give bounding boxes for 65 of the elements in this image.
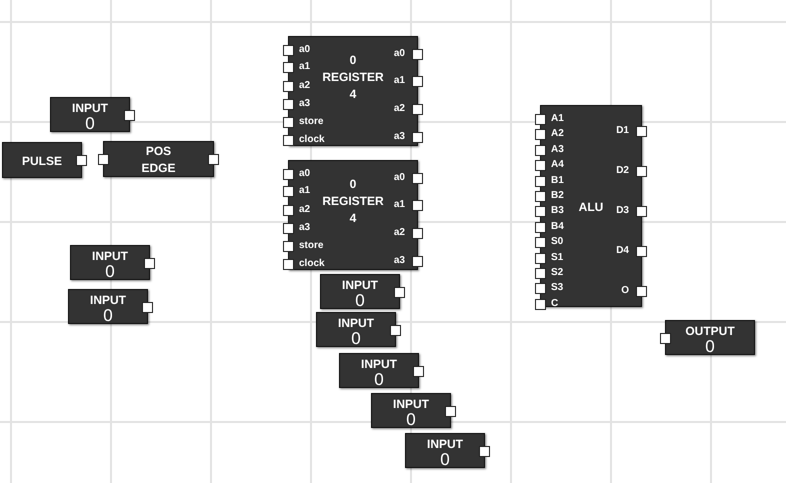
pin-label: a3 — [299, 222, 310, 234]
component-title: INPUT — [338, 314, 374, 332]
pin-label: a1 — [299, 61, 310, 73]
pin-label: S0 — [551, 236, 564, 248]
component-title: 4 — [350, 210, 356, 226]
pin-label: a2 — [394, 227, 405, 239]
pin-label: B1 — [551, 174, 564, 187]
pin-label: S1 — [551, 252, 564, 264]
pin-label: A2 — [551, 128, 564, 140]
pin-label: A3 — [551, 144, 564, 156]
component-title: PULSE — [22, 152, 62, 170]
value-readout: 0 — [85, 116, 95, 130]
value-readout: 0 — [705, 340, 715, 354]
component-title: 4 — [350, 86, 356, 102]
value-readout: 0 — [351, 332, 361, 346]
pin-label: a2 — [299, 80, 310, 92]
pin-label: D3 — [616, 205, 629, 217]
pin-label: clock — [299, 134, 325, 146]
component-title: INPUT — [342, 276, 378, 294]
pin-label: a3 — [394, 131, 405, 143]
component-title: INPUT — [427, 436, 463, 452]
pin-label: S2 — [551, 267, 564, 279]
pin-label: a0 — [394, 48, 405, 60]
component-title: 0 — [350, 176, 356, 192]
pin-label: B3 — [551, 205, 564, 218]
pin-label: a0 — [394, 172, 405, 184]
component-title: ALU — [578, 198, 604, 216]
pin-label: store — [299, 240, 324, 252]
pin-label: D2 — [616, 165, 629, 177]
pin-label: a1 — [299, 185, 310, 197]
pin-label: a1 — [394, 75, 405, 87]
pin-label: S3 — [551, 282, 564, 294]
component-title: REGISTER — [322, 192, 384, 210]
component-title: POS EDGE — [140, 143, 176, 177]
component-title: OUTPUT — [685, 322, 735, 340]
pin-label: clock — [299, 258, 325, 270]
pin-label: A4 — [551, 159, 564, 172]
component-title: INPUT — [92, 248, 128, 264]
pin-label: B4 — [551, 220, 564, 233]
pin-label: a2 — [394, 103, 405, 115]
pin-label: a0 — [299, 168, 310, 180]
pin-label: a3 — [299, 98, 310, 110]
pin-label: B2 — [551, 190, 564, 202]
pin-label: a2 — [299, 204, 310, 216]
component-title: INPUT — [361, 356, 397, 372]
pin-label: O — [621, 285, 629, 297]
pin-label: a0 — [299, 44, 310, 56]
component-title: INPUT — [90, 292, 126, 308]
pin-label: D4 — [616, 245, 629, 257]
component-title: INPUT — [72, 100, 108, 116]
value-readout: 0 — [105, 264, 115, 278]
pin-label: A1 — [551, 113, 564, 125]
pin-label: D1 — [616, 125, 629, 137]
pin-label: a1 — [394, 199, 405, 211]
value-readout: 0 — [406, 412, 416, 426]
pin-label: store — [299, 116, 324, 128]
component-title: REGISTER — [322, 68, 384, 86]
value-readout: 0 — [440, 452, 450, 466]
value-readout: 0 — [103, 308, 113, 322]
value-readout: 0 — [374, 372, 384, 386]
pin-label: a3 — [394, 255, 405, 267]
component-title: INPUT — [393, 396, 429, 412]
pin-label: C — [551, 298, 558, 310]
component-title: 0 — [350, 52, 356, 68]
value-readout: 0 — [355, 294, 365, 308]
